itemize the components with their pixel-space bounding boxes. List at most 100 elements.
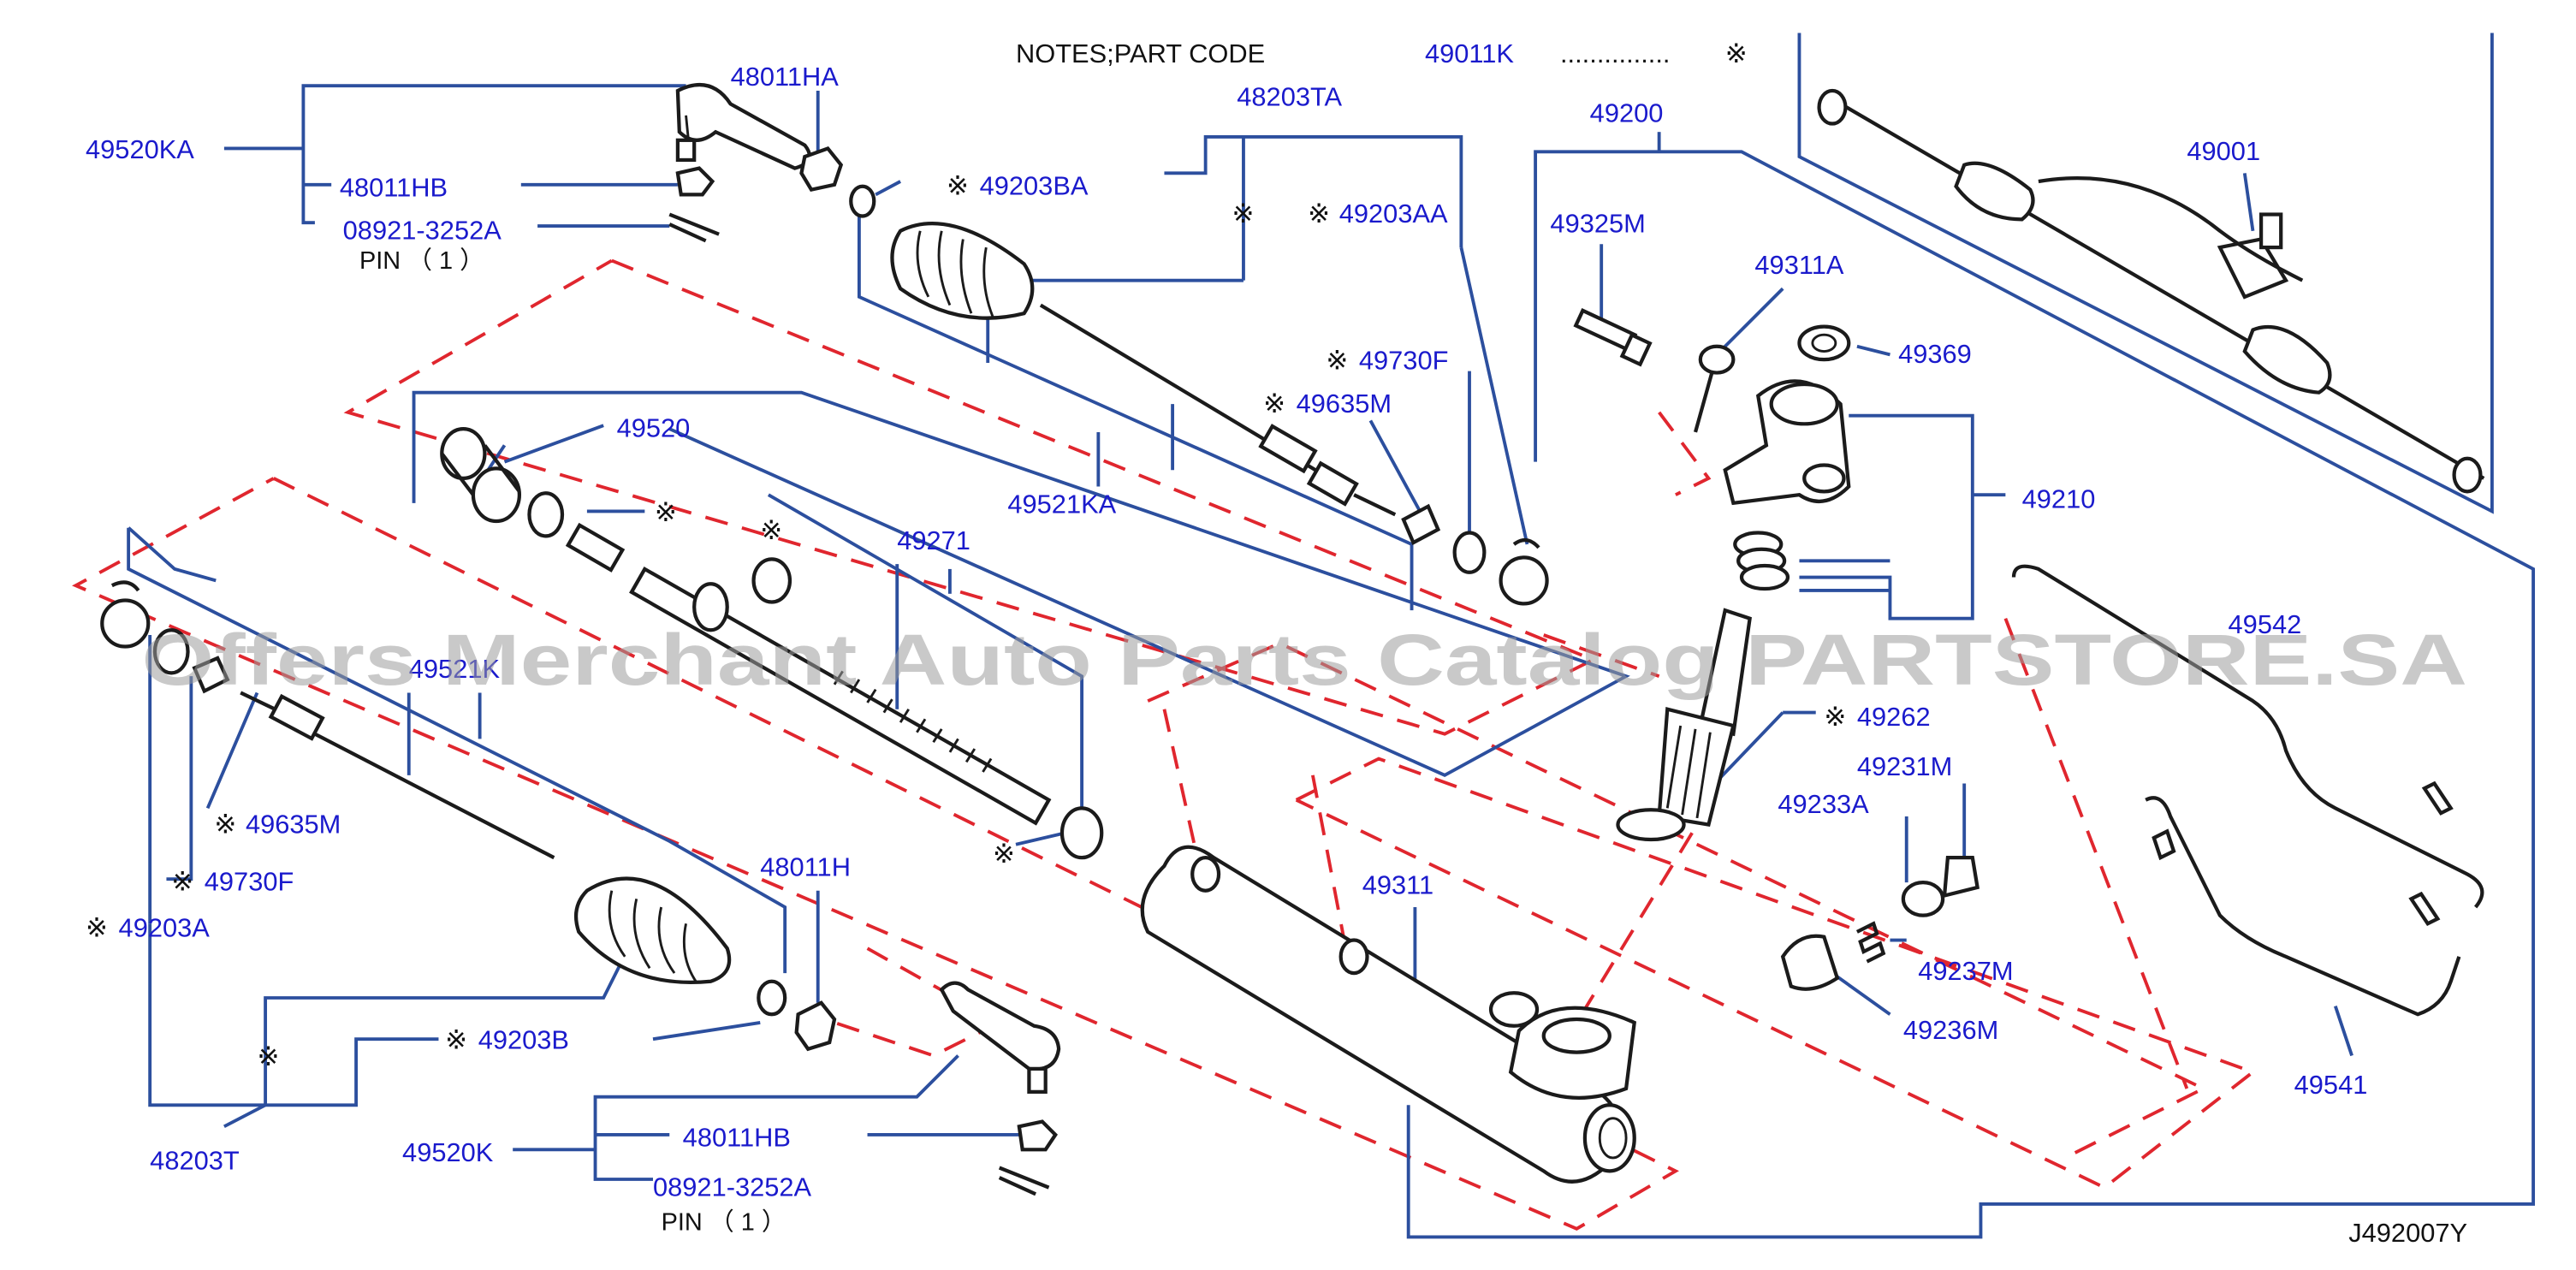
pinion-shaft-49262 <box>1616 608 1752 842</box>
tie-rod-end-bottom <box>939 981 1061 1094</box>
label-49262[interactable]: 49262 <box>1857 702 1931 732</box>
label-49210[interactable]: 49210 <box>2022 484 2096 514</box>
label-49237M[interactable]: 49237M <box>1918 956 2013 986</box>
seal-rings-stack <box>1733 531 1790 591</box>
seal-ring-mid <box>751 557 792 604</box>
asterisk-seal-left: ※ <box>655 497 677 527</box>
label-49203B[interactable]: 49203B <box>478 1025 569 1055</box>
label-08921-3252A-bottom[interactable]: 08921-3252A <box>653 1172 812 1202</box>
label-49231M[interactable]: 49231M <box>1857 751 1952 781</box>
label-48011HB-bottom[interactable]: 48011HB <box>683 1122 791 1152</box>
lock-nut-48011HA <box>799 145 844 193</box>
label-49200[interactable]: 49200 <box>1590 98 1664 128</box>
cotter-pin-bottom <box>998 1166 1050 1196</box>
asterisk-marks: ※ ※ ※ ※ ※ ※ ※ ※ ※ ※ ※ ※ ※ ※ <box>86 170 1846 1071</box>
asterisk-49203AA: ※ <box>1308 199 1330 228</box>
pipe-49542 <box>2011 564 2484 909</box>
label-48203TA[interactable]: 48203TA <box>1237 81 1342 111</box>
gear-housing-49311 <box>1140 845 1637 1184</box>
nut-48011HB-bottom <box>1017 1119 1058 1152</box>
clamp-49203A <box>100 580 151 649</box>
label-49271[interactable]: 49271 <box>897 525 970 555</box>
asterisk-49203B: ※ <box>445 1025 467 1055</box>
asterisk-seal-mid: ※ <box>760 515 782 545</box>
label-49311A[interactable]: 49311A <box>1754 250 1843 280</box>
bushing-49520 <box>440 426 522 524</box>
asterisk-49730F-top: ※ <box>1326 346 1348 376</box>
label-48011H[interactable]: 48011H <box>760 852 851 881</box>
seal-49369 <box>1797 324 1851 362</box>
cotter-pin-top <box>668 212 720 243</box>
label-48203T[interactable]: 48203T <box>150 1145 240 1175</box>
adjuster-49231M <box>1942 856 1980 899</box>
label-49203BA[interactable]: 49203BA <box>980 170 1089 200</box>
label-49730F-left[interactable]: 49730F <box>205 867 294 897</box>
label-49521KA[interactable]: 49521KA <box>1007 489 1116 519</box>
notes-part-code: 49011K <box>1425 39 1514 68</box>
valve-housing-49210 <box>1723 379 1851 506</box>
label-49542[interactable]: 49542 <box>2229 609 2302 639</box>
boot-top <box>890 222 1035 320</box>
yoke-49236M <box>1780 934 1840 991</box>
watermark-text: Offers Merchant Auto Parts Catalog PARTS… <box>142 619 2467 700</box>
diagram-code: J492007Y <box>2348 1218 2467 1248</box>
seal-ring-left <box>527 491 565 538</box>
lock-nut-48011H <box>794 1000 837 1052</box>
asterisk-49635M-left: ※ <box>214 809 236 839</box>
asterisk-49635M-top: ※ <box>1263 389 1285 418</box>
asterisk-49262: ※ <box>1824 702 1846 732</box>
label-49001[interactable]: 49001 <box>2187 136 2260 166</box>
label-49635M-left[interactable]: 49635M <box>246 809 341 839</box>
lock-plate-left <box>192 656 230 694</box>
notes-prefix: NOTES;PART CODE <box>1016 39 1265 68</box>
asterisk-49730F-left: ※ <box>171 867 193 897</box>
explode-guides <box>72 258 2257 1231</box>
asterisk-49203BA: ※ <box>947 170 969 200</box>
notes-asterisk: ※ <box>1725 39 1748 68</box>
label-49203AA[interactable]: 49203AA <box>1339 199 1448 228</box>
asterisk-seal-right: ※ <box>993 839 1015 869</box>
ring-49730F-top <box>1452 531 1487 574</box>
label-49236M[interactable]: 49236M <box>1903 1015 1998 1045</box>
label-48011HB-top[interactable]: 48011HB <box>340 172 448 202</box>
gear-assembly-49001 <box>1817 88 2485 494</box>
label-49520K[interactable]: 49520K <box>402 1137 494 1167</box>
notes-dots: ............... <box>1560 39 1670 68</box>
seal-ring-right <box>1059 806 1104 860</box>
label-pin-bottom: PIN （ 1 ） <box>662 1209 786 1237</box>
label-08921-3252A-top[interactable]: 08921-3252A <box>343 215 502 245</box>
label-49520[interactable]: 49520 <box>617 413 691 443</box>
label-49635M-top[interactable]: 49635M <box>1297 389 1392 418</box>
inner-tie-rod-top <box>1039 303 1397 517</box>
nut-48011HB-top <box>675 166 715 197</box>
lock-plate-top <box>1401 503 1441 546</box>
label-pin-top: PIN （ 1 ） <box>359 247 484 275</box>
bolt-49311A <box>1693 344 1736 433</box>
clamp-49203AA <box>1499 538 1549 606</box>
spring-49237M <box>1855 921 1886 964</box>
inner-tie-rod-left <box>240 691 555 860</box>
boot-left <box>573 876 732 985</box>
pipe-49541 <box>2145 796 2461 1017</box>
label-48011HA[interactable]: 48011HA <box>731 62 840 92</box>
bolt-49325M <box>1573 308 1653 367</box>
label-49325M[interactable]: 49325M <box>1550 209 1645 239</box>
label-49311[interactable]: 49311 <box>1362 870 1433 900</box>
asterisk-48203T: ※ <box>257 1042 279 1071</box>
rack-bar <box>565 522 1052 826</box>
label-49541[interactable]: 49541 <box>2294 1070 2368 1100</box>
label-49233A[interactable]: 49233A <box>1778 789 1869 819</box>
asterisk-49203A: ※ <box>86 913 108 943</box>
clamp-49203BA <box>849 184 876 218</box>
nut-49233A <box>1901 880 1945 917</box>
label-49520KA[interactable]: 49520KA <box>86 134 194 164</box>
label-49521K[interactable]: 49521K <box>409 654 501 684</box>
label-49369[interactable]: 49369 <box>1898 339 1972 369</box>
clamp-49203B <box>757 979 787 1017</box>
label-49203A[interactable]: 49203A <box>119 913 211 943</box>
label-49730F-top[interactable]: 49730F <box>1359 346 1449 376</box>
part-labels: 49520KA 48011HA 48011HB 08921-3252A PIN … <box>86 62 2367 1237</box>
ring-49730F-left <box>152 628 190 675</box>
asterisk-48203TA: ※ <box>1232 199 1254 228</box>
